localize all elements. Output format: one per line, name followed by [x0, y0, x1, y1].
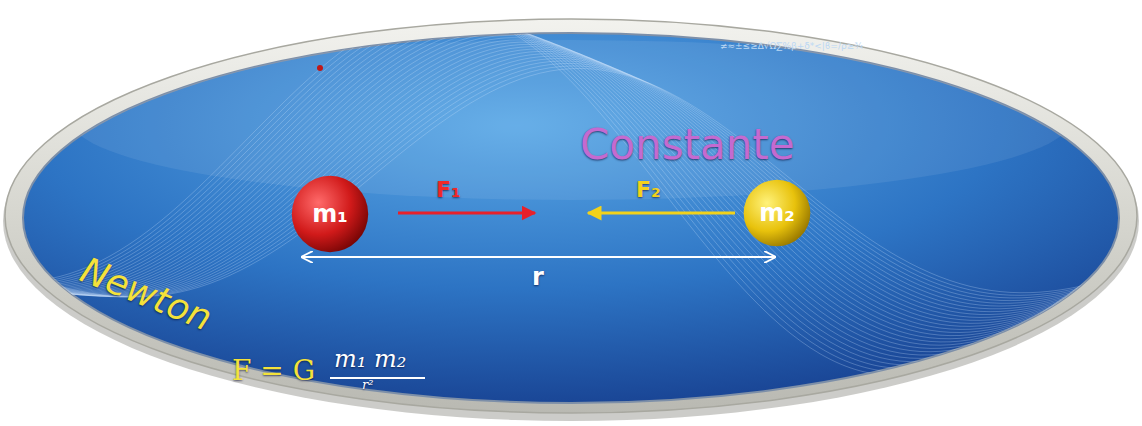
- gloss: [71, 40, 1071, 200]
- mass-label: m₂: [759, 199, 795, 227]
- formula: m₁ m₂: [334, 346, 406, 372]
- wave-line: [0, 25, 1140, 348]
- dot: [317, 65, 323, 71]
- wave-line: [0, 13, 1140, 372]
- distance-arrow: [302, 256, 775, 258]
- mass-label: m₁: [312, 200, 348, 228]
- symbol-texture: ≠≈±≤≥∆√Ω∑%β+δ*<|ϐ=/ρ≥¾: [720, 42, 863, 52]
- wave-line: [0, 22, 1140, 356]
- fraction-bar: [330, 377, 425, 379]
- force-arrow: [398, 212, 535, 215]
- wave-line: [0, 14, 1140, 368]
- wave-line: [0, 11, 1140, 375]
- force-label: F₂: [636, 178, 661, 202]
- wave-line: [0, 27, 1140, 345]
- wave-lines: [0, 11, 1140, 375]
- wave-line: [0, 18, 1140, 362]
- force-label: F₁: [436, 178, 461, 202]
- distance-label: r: [532, 264, 544, 290]
- wave-line: [0, 20, 1140, 359]
- force-arrow: [588, 212, 735, 215]
- formula: F = G: [232, 356, 315, 387]
- wave-line: [0, 29, 1140, 342]
- mass-node: m₁: [291, 175, 369, 253]
- title-word: Constante: [580, 122, 795, 168]
- frame-bevel: [5, 19, 1137, 413]
- formula: r²: [362, 378, 373, 392]
- wave-line: [0, 23, 1140, 351]
- wave-line: [0, 16, 1140, 365]
- mass-node: m₂: [743, 179, 811, 247]
- mass-sphere: [744, 180, 811, 247]
- wave-line: [0, 31, 1140, 338]
- mass-sphere: [292, 176, 368, 252]
